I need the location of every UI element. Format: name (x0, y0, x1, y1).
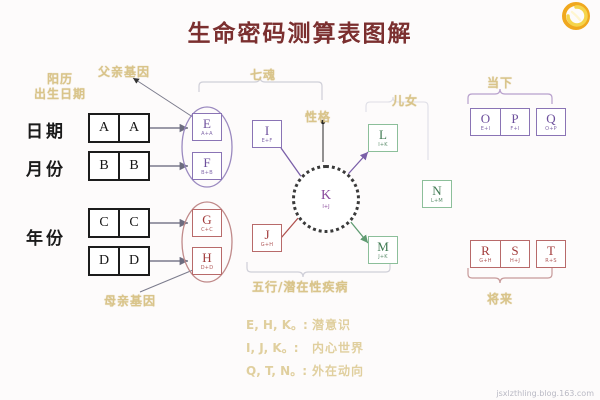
code-box-e-formula: A+A (201, 131, 213, 137)
input-box-a[interactable]: A A (88, 113, 150, 143)
code-box-n[interactable]: N L+M (422, 180, 452, 208)
page-title: 生命密码测算表图解 (187, 20, 413, 47)
input-b-left: B (99, 158, 109, 173)
children-label: 儿女 (392, 94, 419, 108)
code-box-q[interactable]: Q O+P (536, 108, 566, 136)
code-box-p-formula: F+I (510, 126, 520, 132)
legend-codes-2: I, J, K。: (246, 341, 299, 355)
legend-desc-3: 外在动向 (312, 364, 365, 378)
code-box-p[interactable]: P F+I (500, 108, 530, 136)
input-c-left: C (99, 215, 109, 230)
spiral-logo-icon (562, 2, 590, 30)
code-circle-k[interactable]: K I+J (292, 165, 360, 233)
code-box-l[interactable]: L I+K (368, 124, 398, 152)
row-label-month: 月份 (26, 160, 66, 180)
legend-row-inner-world: I, J, K。: 内心世界 (246, 339, 364, 356)
code-box-t-letter: T (547, 243, 555, 258)
code-box-i[interactable]: I E+F (252, 120, 282, 148)
input-b-right: B (118, 153, 148, 179)
legend-codes-3: Q, T, N。: (246, 364, 307, 378)
code-box-j-letter: J (264, 227, 270, 242)
code-box-l-formula: I+K (378, 142, 388, 148)
code-box-r-formula: G+H (479, 258, 492, 264)
code-box-r-letter: R (481, 243, 490, 258)
code-box-o-formula: E+I (480, 126, 491, 132)
legend-desc-1: 潜意识 (312, 318, 352, 332)
code-box-f-letter: F (203, 155, 211, 170)
code-box-p-letter: P (511, 111, 519, 126)
code-box-m-formula: J+K (378, 254, 388, 260)
code-box-j-formula: G+H (260, 242, 274, 248)
code-box-q-formula: O+P (545, 126, 557, 132)
code-box-m-letter: M (377, 239, 389, 254)
code-box-h[interactable]: H D+D (192, 247, 222, 275)
legend-desc-2: 内心世界 (312, 341, 365, 355)
code-box-e[interactable]: E A+A (192, 113, 222, 141)
code-box-s-formula: H+J (509, 258, 521, 264)
code-box-t-formula: R+S (545, 258, 557, 264)
code-box-g-letter: G (202, 212, 212, 227)
code-box-o-letter: O (480, 111, 491, 126)
code-box-n-letter: N (432, 183, 442, 198)
legend-codes-1: E, H, K。: (246, 318, 308, 332)
five-elements-label: 五行/潜在性疾病 (252, 280, 349, 294)
code-box-e-letter: E (203, 116, 211, 131)
code-box-s[interactable]: S H+J (500, 240, 530, 268)
legend: E, H, K。: 潜意识 I, J, K。: 内心世界 Q, T, N。: 外… (246, 316, 364, 385)
code-box-t[interactable]: T R+S (536, 240, 566, 268)
code-box-q-letter: Q (546, 111, 556, 126)
input-box-c[interactable]: C C (88, 208, 150, 238)
code-box-r[interactable]: R G+H (470, 240, 500, 268)
birth-date-annotation: 阳历 出生日期 (28, 72, 92, 102)
code-box-f-formula: B+B (201, 170, 213, 176)
code-box-i-formula: E+F (261, 138, 273, 144)
row-label-year: 年份 (26, 229, 66, 249)
seven-souls-label: 七魂 (250, 68, 277, 82)
future-group-rs: R G+H S H+J (470, 240, 530, 268)
code-box-m[interactable]: M J+K (368, 236, 398, 264)
input-a-right: A (118, 115, 148, 141)
code-box-o[interactable]: O E+I (470, 108, 500, 136)
row-label-date: 日期 (26, 122, 66, 142)
code-box-s-letter: S (511, 243, 519, 258)
personality-label: 性格 (305, 110, 332, 124)
birth-date-line1: 阳历 (46, 72, 73, 86)
father-gene-label: 父亲基因 (98, 65, 151, 79)
code-box-h-formula: D+D (200, 265, 214, 271)
legend-row-subconscious: E, H, K。: 潜意识 (246, 316, 364, 333)
code-box-j[interactable]: J G+H (252, 224, 282, 252)
code-circle-k-formula: I+J (322, 203, 330, 210)
present-group-op: O E+I P F+I (470, 108, 530, 136)
legend-row-external: Q, T, N。: 外在动向 (246, 362, 364, 379)
code-circle-k-letter: K (320, 187, 332, 203)
input-d-right: D (118, 248, 148, 274)
input-box-d[interactable]: D D (88, 246, 150, 276)
code-box-g[interactable]: G C+C (192, 209, 222, 237)
input-box-b[interactable]: B B (88, 151, 150, 181)
code-box-n-formula: L+M (431, 198, 443, 204)
code-box-i-letter: I (264, 123, 270, 138)
input-c-right: C (118, 210, 148, 236)
code-box-h-letter: H (202, 250, 212, 265)
watermark: jsxlzthling.blog.163.com (496, 389, 594, 398)
code-box-f[interactable]: F B+B (192, 152, 222, 180)
code-box-g-formula: C+C (201, 227, 213, 233)
mother-gene-label: 母亲基因 (104, 294, 157, 308)
future-label: 将来 (487, 292, 514, 306)
input-d-left: D (98, 253, 110, 268)
present-label: 当下 (487, 76, 514, 90)
code-box-l-letter: L (379, 127, 387, 142)
birth-date-line2: 出生日期 (33, 87, 86, 101)
input-a-left: A (98, 120, 110, 135)
